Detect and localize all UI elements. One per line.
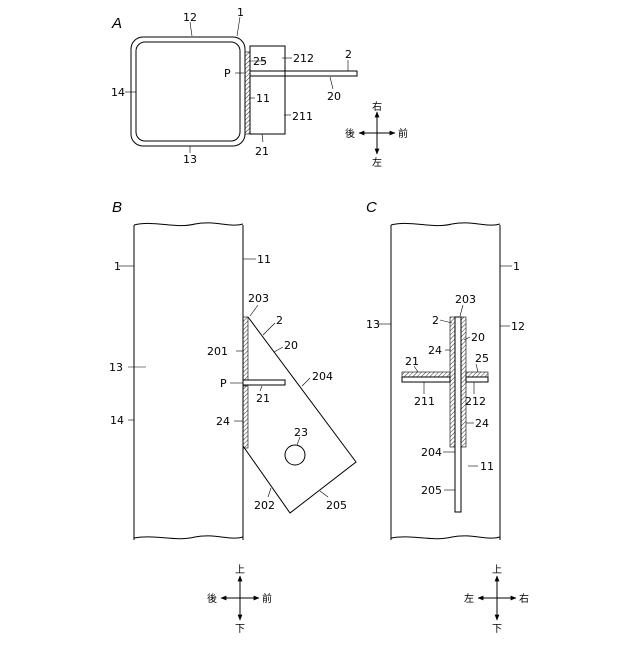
bracket-21-flange bbox=[243, 380, 285, 385]
compass-b-up: 上 bbox=[235, 564, 245, 576]
weld-bead-24-b bbox=[243, 386, 248, 448]
ref-b-1: 1 bbox=[114, 260, 121, 273]
ref-a-13: 13 bbox=[183, 153, 197, 166]
compass-a-left: 後 bbox=[345, 127, 355, 140]
leader-b-2 bbox=[263, 323, 275, 335]
weld-bead-24 bbox=[245, 52, 250, 134]
compass-b: 上 下 後 前 bbox=[207, 564, 272, 635]
ref-c-24a: 24 bbox=[428, 344, 442, 357]
panel-c: C 1 13 12 203 2 bbox=[366, 199, 529, 635]
compass-b-right: 前 bbox=[262, 592, 272, 605]
panel-a: A 12 1 14 13 25 212 2 P 20 11 211 bbox=[111, 6, 408, 169]
ref-c-211: 211 bbox=[414, 395, 435, 408]
leader-b-20 bbox=[274, 347, 283, 352]
ref-c-203: 203 bbox=[455, 293, 476, 306]
ref-a-25: 25 bbox=[253, 55, 267, 68]
ref-c-13: 13 bbox=[366, 318, 380, 331]
ref-c-21: 21 bbox=[405, 355, 419, 368]
ref-c-25: 25 bbox=[475, 352, 489, 365]
ref-a-211: 211 bbox=[292, 110, 313, 123]
ref-b-201: 201 bbox=[207, 345, 228, 358]
leader-a-20 bbox=[330, 77, 333, 89]
ref-b-204: 204 bbox=[312, 370, 333, 383]
ref-a-1: 1 bbox=[237, 6, 244, 19]
ref-b-205: 205 bbox=[326, 499, 347, 512]
weld-bead-25 bbox=[466, 372, 488, 377]
gusset-plate-20 bbox=[243, 317, 356, 513]
ref-b-24: 24 bbox=[216, 415, 230, 428]
column-b-bottom-break bbox=[134, 536, 243, 539]
ref-a-2: 2 bbox=[345, 48, 352, 61]
compass-a: 右 左 後 前 bbox=[345, 100, 408, 169]
compass-c-down: 下 bbox=[492, 624, 502, 635]
ref-b-14: 14 bbox=[110, 414, 124, 427]
ref-a-21: 21 bbox=[255, 145, 269, 158]
ref-c-24b: 24 bbox=[475, 417, 489, 430]
ref-c-12: 12 bbox=[511, 320, 525, 333]
compass-c-left: 左 bbox=[464, 592, 474, 605]
ref-c-205: 205 bbox=[421, 484, 442, 497]
weld-bead-24-c-right bbox=[461, 317, 466, 447]
ref-b-13: 13 bbox=[109, 361, 123, 374]
leader-b-203 bbox=[250, 305, 258, 316]
panel-b-label: B bbox=[112, 199, 122, 216]
leader-a-12 bbox=[190, 22, 192, 36]
ref-c-20: 20 bbox=[471, 331, 485, 344]
plate-20-edge bbox=[455, 317, 461, 512]
leader-b-204 bbox=[302, 378, 310, 386]
column-c-top-break bbox=[391, 223, 500, 226]
compass-c-right: 右 bbox=[519, 592, 529, 605]
ref-b-11: 11 bbox=[257, 253, 271, 266]
ref-b-2: 2 bbox=[276, 314, 283, 327]
bracket-flange-212 bbox=[466, 377, 488, 382]
compass-b-down: 下 bbox=[235, 624, 245, 635]
ref-b-p: P bbox=[220, 377, 227, 390]
ref-c-212: 212 bbox=[465, 395, 486, 408]
ref-a-p: P bbox=[224, 67, 231, 80]
ref-a-20: 20 bbox=[327, 90, 341, 103]
ref-c-2: 2 bbox=[432, 314, 439, 327]
leader-a-1 bbox=[237, 17, 240, 36]
bolt-hole-23 bbox=[285, 445, 305, 465]
ref-b-203: 203 bbox=[248, 292, 269, 305]
weld-bead-201 bbox=[243, 317, 248, 380]
ref-b-20: 20 bbox=[284, 339, 298, 352]
ref-c-11: 11 bbox=[480, 460, 494, 473]
leader-a-21 bbox=[262, 134, 263, 142]
compass-a-up: 右 bbox=[372, 100, 382, 113]
leader-b-202 bbox=[268, 488, 271, 497]
leader-b-205 bbox=[320, 491, 328, 497]
tube-outer-wall bbox=[131, 37, 245, 146]
ref-a-12: 12 bbox=[183, 11, 197, 24]
leader-c-25 bbox=[476, 364, 478, 372]
ref-c-1: 1 bbox=[513, 260, 520, 273]
compass-a-down: 左 bbox=[372, 156, 382, 169]
tube-inner-wall bbox=[136, 42, 240, 141]
compass-a-right: 前 bbox=[398, 127, 408, 140]
ref-a-14: 14 bbox=[111, 86, 125, 99]
compass-c: 上 下 左 右 bbox=[464, 564, 529, 635]
leader-c-203 bbox=[460, 305, 463, 316]
panel-b: B 1 11 13 14 203 bbox=[109, 199, 356, 635]
ref-a-212: 212 bbox=[293, 52, 314, 65]
column-c-bottom-break bbox=[391, 536, 500, 539]
ref-a-11: 11 bbox=[256, 92, 270, 105]
panel-c-label: C bbox=[366, 199, 377, 216]
ref-b-202: 202 bbox=[254, 499, 275, 512]
weld-bead-24-c-left bbox=[450, 317, 455, 447]
leader-b-21 bbox=[260, 386, 262, 391]
compass-c-up: 上 bbox=[492, 564, 502, 576]
plate-20 bbox=[250, 71, 357, 76]
weld-bead-21 bbox=[402, 372, 450, 377]
ref-c-204: 204 bbox=[421, 446, 442, 459]
panel-a-label: A bbox=[111, 15, 122, 32]
column-b-top-break bbox=[134, 223, 243, 226]
bracket-flange-211 bbox=[402, 377, 450, 382]
ref-b-23: 23 bbox=[294, 426, 308, 439]
compass-b-left: 後 bbox=[207, 592, 217, 605]
ref-b-21: 21 bbox=[256, 392, 270, 405]
